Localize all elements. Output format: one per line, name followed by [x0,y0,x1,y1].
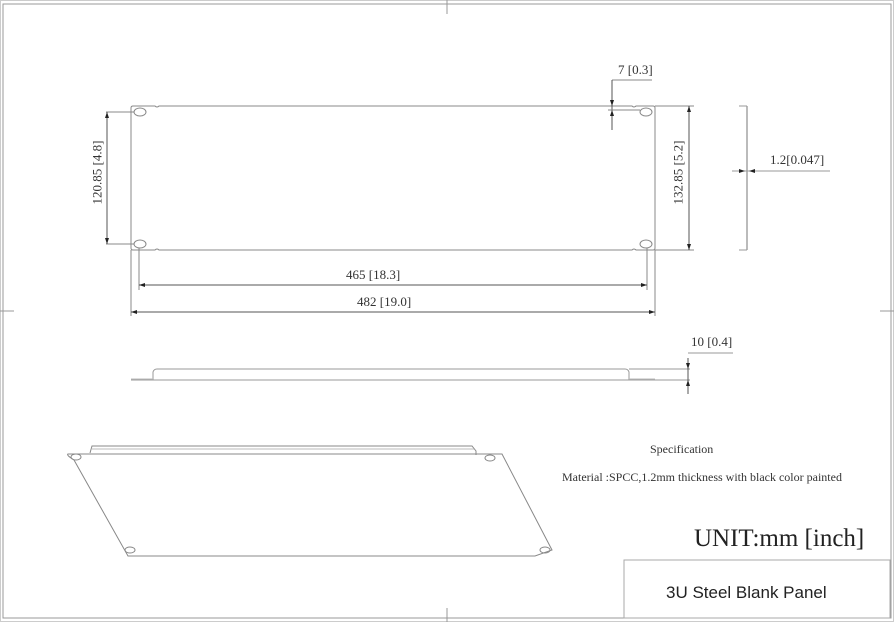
top-view [131,352,733,394]
dimension-arrows [105,100,691,314]
drawing-title: 3U Steel Blank Panel [666,583,827,602]
unit-label: UNIT:mm [inch] [694,525,865,552]
dim-flange-depth: 10 [0.4] [691,334,733,349]
dim-thickness: 1.2[0.047] [770,152,825,167]
title-block-frame [623,559,891,619]
specification-text: Material :SPCC,1.2mm thickness with blac… [562,470,842,484]
dim-panel-height: 132.85 [5.2] [670,140,686,205]
dim-hole-pitch-vertical: 120.85 [4.8] [89,140,105,205]
dim-overall-width: 482 [19.0] [357,294,412,309]
specification-heading: Specification [650,442,714,456]
isometric-view [67,445,553,557]
front-view [106,79,694,316]
side-view [732,105,830,251]
dim-hole-spacing-horizontal: 465 [18.3] [346,267,401,282]
dim-slot-offset: 7 [0.3] [618,62,653,77]
